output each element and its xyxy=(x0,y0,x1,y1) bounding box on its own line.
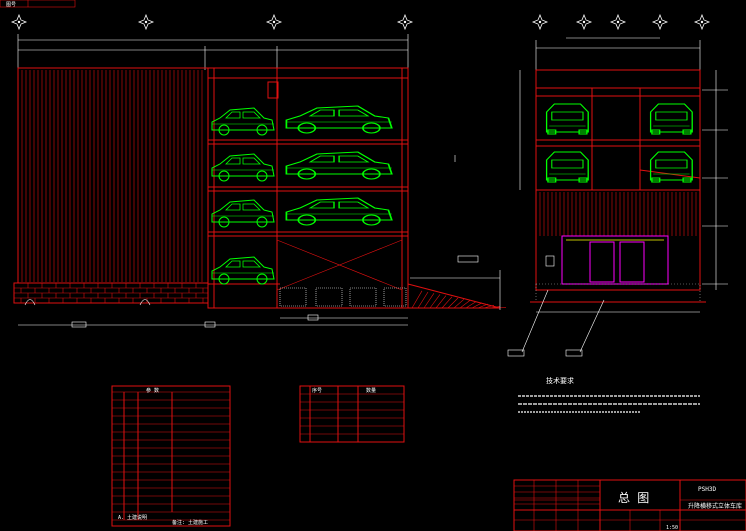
title-block: 总 图 PSH3D 升降横移式立体车库 1:50 xyxy=(513,479,746,531)
table-section-label: A. 土建说明 xyxy=(118,514,147,521)
axis-marker-icon xyxy=(652,14,668,30)
drawing-scale: 1:50 xyxy=(666,525,678,531)
axis-marker-icon xyxy=(694,14,710,30)
axis-marker-icon xyxy=(266,14,282,30)
axis-marker-icon xyxy=(576,14,592,30)
axis-marker-icon xyxy=(610,14,626,30)
table-header: 参 数 xyxy=(146,387,159,394)
side-elevation xyxy=(507,37,728,357)
car-front-elevation xyxy=(211,105,393,285)
table-header-right: 数量 xyxy=(366,387,376,394)
car-side-elevation xyxy=(545,103,693,183)
parameter-table: 参 数 A. 土建说明 备注: 土建施工 xyxy=(111,385,231,527)
drawing-name: 升降横移式立体车库 xyxy=(688,502,742,510)
axis-markers xyxy=(11,14,710,30)
corner-tab: 图号 xyxy=(0,0,76,8)
front-elevation xyxy=(13,34,507,328)
drawing-mark: 总 图 xyxy=(618,491,649,505)
company-name: PSH3D xyxy=(698,486,716,493)
axis-marker-icon xyxy=(532,14,548,30)
axis-marker-icon xyxy=(11,14,27,30)
table-header-left: 序号 xyxy=(312,387,322,394)
technical-notes: 技术要求 xyxy=(518,376,700,413)
table-footer: 备注: 土建施工 xyxy=(172,519,208,526)
axis-marker-icon xyxy=(397,14,413,30)
notes-title: 技术要求 xyxy=(546,376,574,385)
axis-marker-icon xyxy=(138,14,154,30)
parts-table: 序号 数量 xyxy=(299,385,405,443)
corner-tab-label: 图号 xyxy=(6,2,16,8)
